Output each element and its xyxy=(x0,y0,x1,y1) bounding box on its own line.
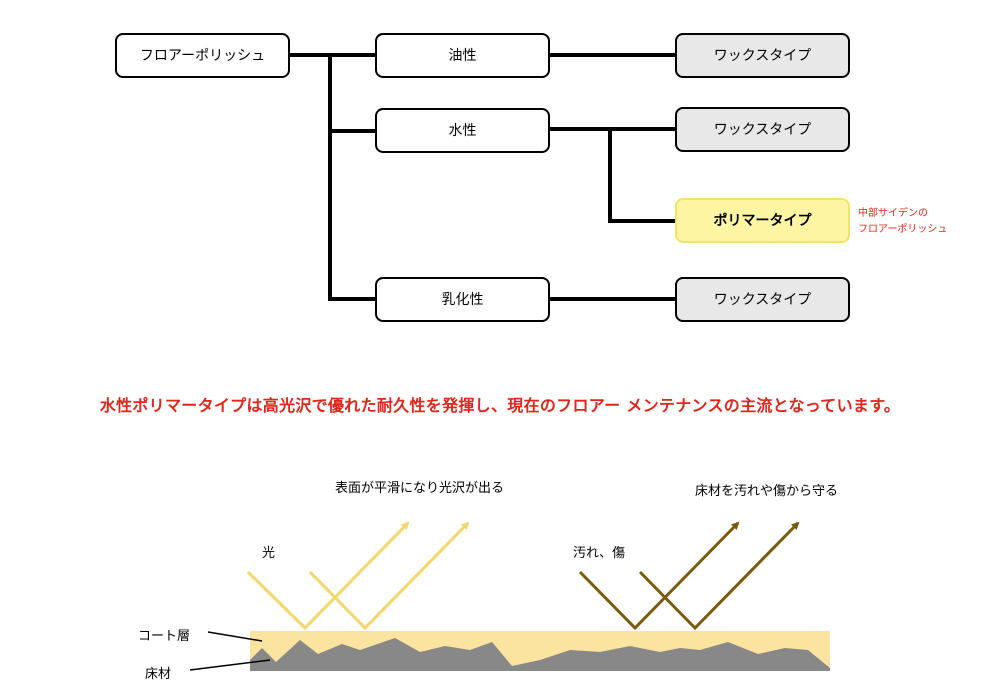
base-node-oil: 油性 xyxy=(375,33,550,78)
base-node-emulsion: 乳化性 xyxy=(375,277,550,322)
coat-label-leader xyxy=(207,631,263,642)
connector-trunk xyxy=(328,53,332,301)
type-node-water-wax: ワックスタイプ xyxy=(675,107,850,152)
connector-root-to-trunk xyxy=(288,53,332,57)
dirt-ray-2 xyxy=(638,521,800,631)
connector-water-to-wax xyxy=(548,127,676,131)
root-node-floor-polish: フロアーポリッシュ xyxy=(115,33,290,78)
product-note-line1: 中部サイデンの xyxy=(858,208,928,219)
caption-glossy-surface: 表面が平滑になり光沢が出る xyxy=(335,481,505,496)
connector-emulsion-to-wax xyxy=(548,297,676,301)
light-ray-2 xyxy=(308,521,470,631)
connector-water-to-polymer xyxy=(608,219,676,223)
connector-water-branch xyxy=(608,127,612,223)
floor-label-leader xyxy=(189,659,271,671)
product-note: 中部サイデンの フロアーポリッシュ xyxy=(858,206,947,238)
type-node-emulsion-wax: ワックスタイプ xyxy=(675,277,850,322)
label-floor-material: 床材 xyxy=(145,667,172,682)
dirt-ray-1 xyxy=(578,521,740,631)
connector-trunk-to-emulsion xyxy=(328,297,376,301)
connector-trunk-to-oil xyxy=(328,53,376,57)
type-node-oil-wax: ワックスタイプ xyxy=(675,33,850,78)
label-coat-layer: コート層 xyxy=(138,629,191,644)
label-light: 光 xyxy=(262,546,276,561)
caption-protect-floor: 床材を汚れや傷から守る xyxy=(695,484,839,499)
floor-material xyxy=(250,638,830,671)
connector-oil-to-wax xyxy=(548,53,676,57)
connector-trunk-to-water xyxy=(328,129,376,133)
headline-text: 水性ポリマータイプは高光沢で優れた耐久性を発揮し、現在のフロアー メンテナンスの… xyxy=(99,396,901,415)
type-node-water-polymer: ポリマータイプ xyxy=(675,198,850,243)
light-ray-1 xyxy=(246,521,410,631)
base-node-water: 水性 xyxy=(375,108,550,153)
product-note-line2: フロアーポリッシュ xyxy=(858,224,948,235)
label-dirt-scratches: 汚れ、傷 xyxy=(573,546,626,561)
